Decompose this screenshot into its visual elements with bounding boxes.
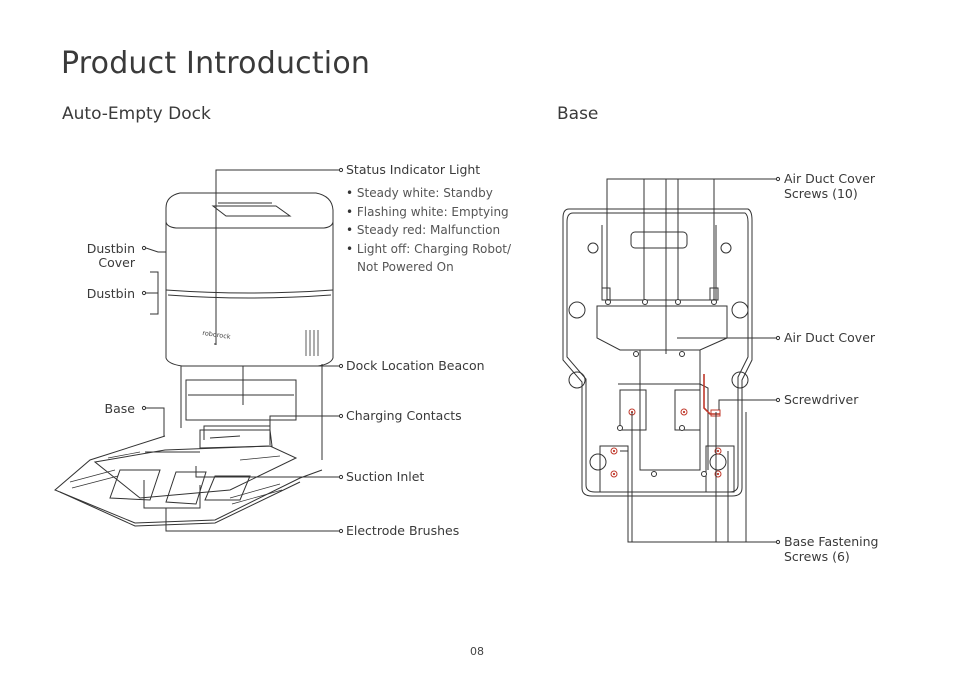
dock-logo: roborock bbox=[202, 329, 232, 341]
status-state-item: • Light off: Charging Robot/ bbox=[346, 241, 512, 256]
status-state-item: • Steady red: Malfunction bbox=[346, 223, 501, 237]
air-duct-cover-screws-label-line1: Air Duct Cover bbox=[784, 171, 876, 186]
suction-inlet-label: Suction Inlet bbox=[346, 469, 425, 484]
status-states-list: • Steady white: Standby • Flashing white… bbox=[346, 184, 511, 277]
status-state-item: • Steady white: Standby bbox=[346, 186, 493, 200]
page-title: Product Introduction bbox=[61, 46, 371, 81]
air-duct-cover-screws-label-line2: Screws (10) bbox=[784, 186, 858, 201]
screwdriver-label: Screwdriver bbox=[784, 392, 859, 407]
dustbin-label: Dustbin bbox=[86, 286, 135, 301]
charging-contacts-label: Charging Contacts bbox=[346, 408, 462, 423]
base-fastening-screws-label-line1: Base Fastening bbox=[784, 534, 879, 549]
dock-location-beacon-label: Dock Location Beacon bbox=[346, 358, 485, 373]
status-indicator-light-label: Status Indicator Light bbox=[346, 162, 481, 177]
status-state-item: • Flashing white: Emptying bbox=[346, 204, 509, 219]
base-heading: Base bbox=[557, 104, 599, 124]
electrode-brushes-label: Electrode Brushes bbox=[346, 523, 460, 538]
air-duct-cover-label: Air Duct Cover bbox=[784, 330, 876, 345]
base-fastening-screws-label-line2: Screws (6) bbox=[784, 549, 850, 564]
status-state-continuation: Not Powered On bbox=[357, 260, 454, 274]
dock-heading: Auto-Empty Dock bbox=[62, 104, 211, 124]
dock-illustration: roborock bbox=[54, 167, 344, 534]
page-number: 08 bbox=[470, 645, 484, 658]
base-label: Base bbox=[104, 401, 135, 416]
base-illustration bbox=[562, 176, 781, 545]
dustbin-cover-label-line2: Cover bbox=[98, 255, 135, 270]
dustbin-cover-label-line1: Dustbin bbox=[86, 241, 135, 256]
